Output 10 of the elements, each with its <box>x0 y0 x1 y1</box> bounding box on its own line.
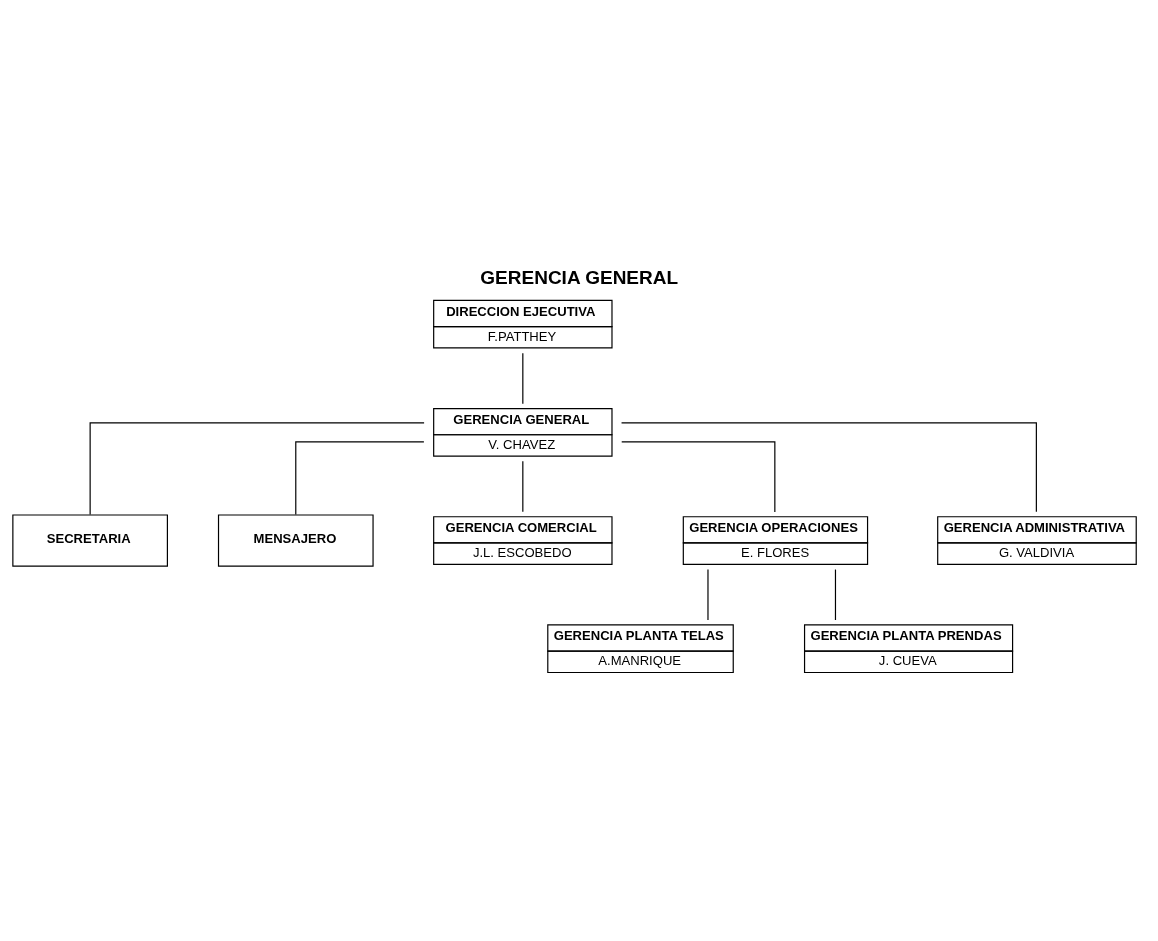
diagram-title: GERENCIA GENERAL <box>480 266 679 288</box>
connector <box>89 421 425 515</box>
connector <box>295 440 425 515</box>
connector <box>834 568 837 621</box>
connector <box>522 460 524 512</box>
connector <box>621 440 776 513</box>
node-box: MENSAJERO <box>217 513 374 567</box>
node-box: SECRETARIA <box>12 513 168 567</box>
connector <box>620 421 1037 512</box>
connector <box>522 352 524 404</box>
